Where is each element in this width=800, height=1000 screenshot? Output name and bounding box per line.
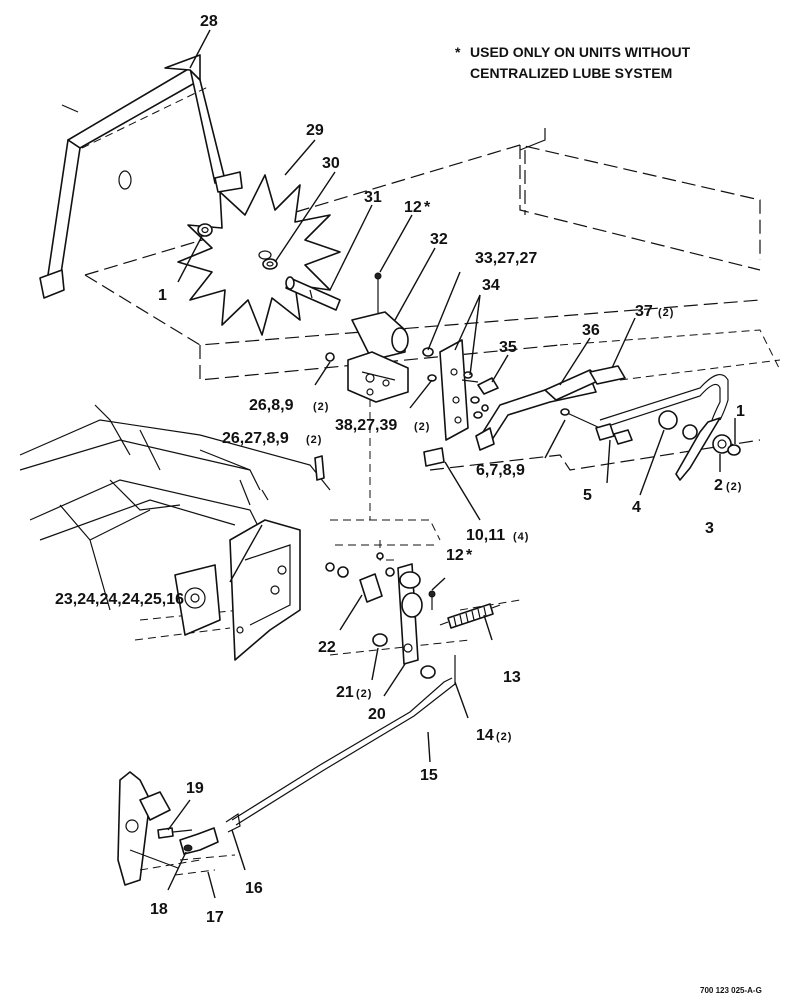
callout-6-7-8-9: 6,7,8,9 — [476, 462, 525, 479]
figure-id: 700 123 025-A-G — [700, 986, 762, 995]
part-2-washer — [712, 434, 732, 454]
usage-note: * USED ONLY ON UNITS WITHOUT CENTRALIZED… — [455, 44, 691, 81]
callout-16: 16 — [245, 880, 263, 897]
callout-2-qty: (2) — [726, 481, 742, 493]
callout-12-lower: 12 — [446, 547, 464, 564]
hardware-33 — [422, 347, 489, 419]
part-6-bolt — [560, 408, 601, 429]
part-13-spring — [439, 603, 501, 629]
callout-12-upper-star: * — [424, 199, 431, 216]
callout-32: 32 — [430, 231, 448, 248]
part-4-washer — [658, 410, 698, 440]
callout-13: 13 — [503, 669, 521, 686]
callout-22: 22 — [318, 639, 336, 656]
callout-10-11: 10,11 — [466, 527, 505, 544]
callout-2: 2 — [714, 477, 723, 494]
leader-lines — [167, 29, 736, 899]
callout-37: 37 — [635, 303, 653, 320]
callout-29: 29 — [306, 122, 324, 139]
part-1-nut-right — [727, 444, 741, 456]
callout-38-27-39-qty: (2) — [414, 421, 430, 433]
callout-18: 18 — [150, 901, 168, 918]
hardware-23 — [325, 552, 395, 578]
callout-1-left: 1 — [158, 287, 167, 304]
callout-12-lower-star: * — [466, 547, 473, 564]
lower-left-bracket — [117, 771, 236, 886]
callout-28: 28 — [200, 13, 218, 30]
note-line-2: CENTRALIZED LUBE SYSTEM — [470, 65, 672, 81]
callout-26-8-9: 26,8,9 — [249, 397, 294, 414]
callout-4: 4 — [632, 499, 641, 516]
callout-31: 31 — [364, 189, 382, 206]
callout-12-upper: 12 — [404, 199, 422, 216]
callout-20: 20 — [368, 706, 386, 723]
part-35-bushing — [477, 377, 499, 395]
callout-34: 34 — [482, 277, 500, 294]
part-30-washer — [262, 258, 278, 270]
callout-21-qty: (2) — [356, 688, 372, 700]
part-20-lever — [397, 563, 423, 665]
callouts: 28 29 30 31 12 * 32 33,27,27 34 35 36 37… — [55, 13, 745, 926]
callout-26-27-8-9-qty: (2) — [306, 434, 322, 446]
callout-5: 5 — [583, 487, 592, 504]
part-28-frame-bracket — [39, 54, 243, 299]
part-18-yoke — [179, 827, 219, 855]
note-line-1: USED ONLY ON UNITS WITHOUT — [470, 44, 691, 60]
callout-14-qty: (2) — [496, 731, 512, 743]
callout-33: 33,27,27 — [475, 250, 537, 267]
callout-1-right: 1 — [736, 403, 745, 420]
part-16-clip — [225, 812, 241, 833]
hardware-26 — [314, 352, 445, 481]
part-34-plate — [439, 339, 479, 441]
part-22-bushing — [359, 573, 383, 603]
beam-mount-bracket — [174, 519, 301, 661]
callout-37-qty: (2) — [658, 307, 674, 319]
note-star: * — [455, 44, 461, 60]
callout-23: 23,24,24,24,25,16 — [55, 591, 184, 608]
callout-3: 3 — [705, 520, 714, 537]
callout-10-11-qty: (4) — [513, 531, 529, 543]
callout-26-27-8-9: 26,27,8,9 — [222, 430, 289, 447]
part-12-grease-fitting-lower — [428, 590, 436, 610]
callout-30: 30 — [322, 155, 340, 172]
part-15-rod — [231, 677, 456, 826]
callout-17: 17 — [206, 909, 224, 926]
part-19-bolt — [157, 827, 193, 839]
part-31-shaft — [285, 276, 341, 311]
part-32-bearing-bracket — [347, 311, 409, 403]
frame-outline — [84, 128, 781, 656]
callout-38-27-39: 38,27,39 — [335, 417, 397, 434]
part-37-rod — [589, 365, 729, 481]
callout-19: 19 — [186, 780, 204, 797]
part-21-washer — [372, 633, 436, 679]
callout-26-8-9-qty: (2) — [313, 401, 329, 413]
part-36-lever-arm — [475, 369, 601, 451]
callout-15: 15 — [420, 767, 438, 784]
callout-35: 35 — [499, 339, 517, 356]
part-5-collar — [595, 423, 633, 445]
callout-36: 36 — [582, 322, 600, 339]
callout-14: 14 — [476, 727, 494, 744]
callout-21: 21 — [336, 684, 354, 701]
part-1-nut-left — [197, 223, 213, 237]
part-29-star-wheel — [177, 174, 341, 336]
